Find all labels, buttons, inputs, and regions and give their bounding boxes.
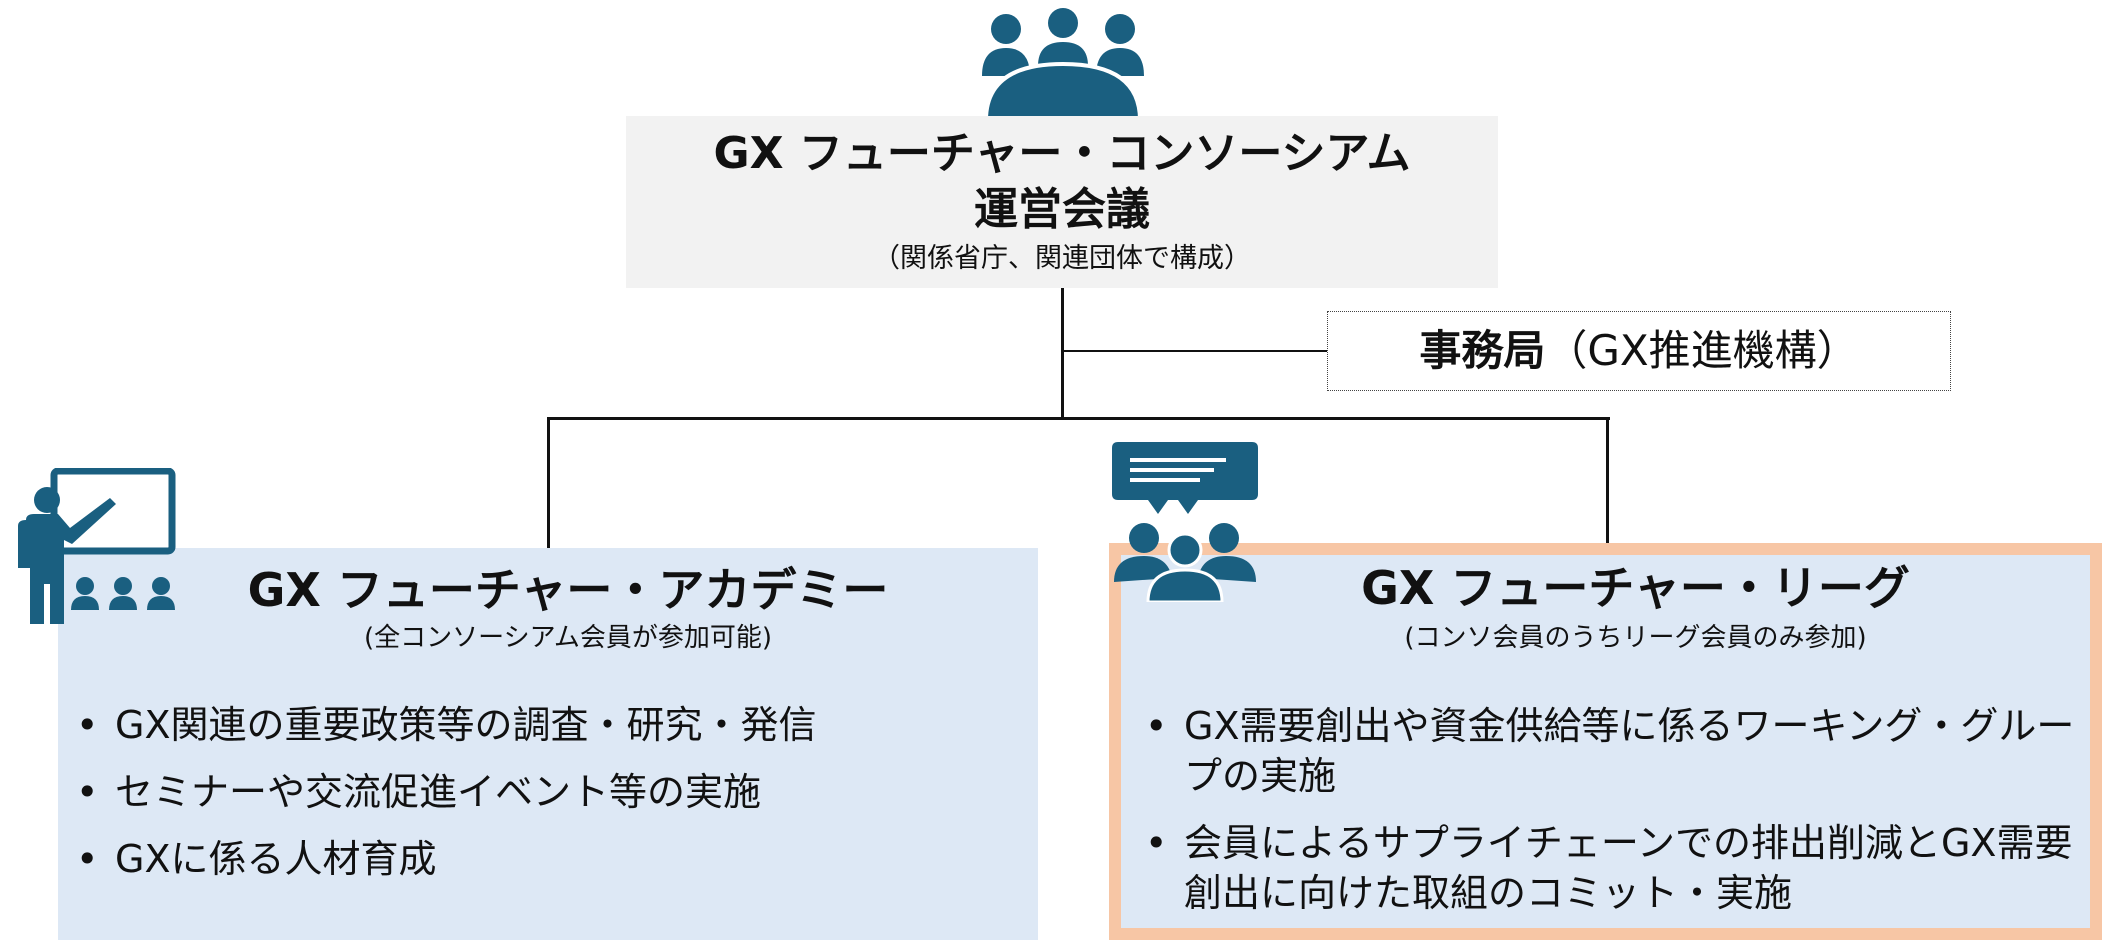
connector-league <box>1606 417 1609 543</box>
academy-panel: GX フューチャー・アカデミー (全コンソーシアム会員が参加可能) • GX関連の… <box>58 548 1038 940</box>
connector-horizontal <box>547 417 1610 420</box>
academy-list: •GX関連の重要政策等の調査・研究・発信 •セミナーや交流促進イベント等の実施 … <box>72 700 1022 901</box>
council-title: GX フューチャー・コンソーシアム <box>713 128 1411 179</box>
council-box: GX フューチャー・コンソーシアム 運営会議 （関係省庁、関連団体で構成） <box>626 116 1498 288</box>
bullet: • <box>76 703 99 747</box>
connector-academy <box>547 417 550 548</box>
league-panel: GX フューチャー・リーグ (コンソ会員のうちリーグ会員のみ参加) • GX需要創… <box>1109 543 2102 940</box>
list-item: • 会員によるサプライチェーンでの排出削減とGX需要創出に向けた取組のコミット・実… <box>1141 818 2091 918</box>
list-item-text: GX需要創出や資金供給等に係るワーキング・グループの実施 <box>1184 704 2075 798</box>
bullet: • <box>76 770 99 814</box>
academy-subtitle: (全コンソーシアム会員が参加可能) <box>364 623 772 653</box>
connector-secretariat <box>1061 350 1327 352</box>
list-item-text: GXに係る人材育成 <box>115 837 437 881</box>
league-subtitle: (コンソ会員のうちリーグ会員のみ参加) <box>1404 623 1867 653</box>
academy-title: GX フューチャー・アカデミー <box>247 563 889 617</box>
league-title: GX フューチャー・リーグ <box>1361 561 1910 615</box>
connector-council-down <box>1061 288 1064 419</box>
council-title-line2: 運営会議 <box>974 184 1150 235</box>
discussion-group-icon <box>1112 442 1258 602</box>
list-item: • GXに係る人材育成 <box>72 834 1022 884</box>
secretariat-org: （GX推進機構） <box>1545 326 1859 375</box>
bullet: • <box>76 837 99 881</box>
bullet: • <box>1145 821 1168 865</box>
list-item: • GX需要創出や資金供給等に係るワーキング・グループの実施 <box>1141 701 2091 801</box>
secretariat-label: 事務局 <box>1419 326 1546 375</box>
list-item: • セミナーや交流促進イベント等の実施 <box>72 767 1022 817</box>
bullet: • <box>1145 704 1168 748</box>
list-item-text: GX関連の重要政策等の調査・研究・発信 <box>115 703 817 747</box>
lecture-teacher-icon <box>18 468 176 624</box>
league-list: • GX需要創出や資金供給等に係るワーキング・グループの実施 • 会員によるサプライ… <box>1141 701 2091 935</box>
meeting-group-icon <box>982 8 1144 120</box>
secretariat-box: 事務局（GX推進機構） <box>1327 311 1951 391</box>
council-subtitle: （関係省庁、関連団体で構成） <box>873 243 1251 274</box>
list-item-text: 会員によるサプライチェーンでの排出削減とGX需要創出に向けた取組のコミット・実施 <box>1184 821 2073 915</box>
list-item-text: セミナーや交流促進イベント等の実施 <box>115 770 762 814</box>
list-item: • GX関連の重要政策等の調査・研究・発信 <box>72 700 1022 750</box>
